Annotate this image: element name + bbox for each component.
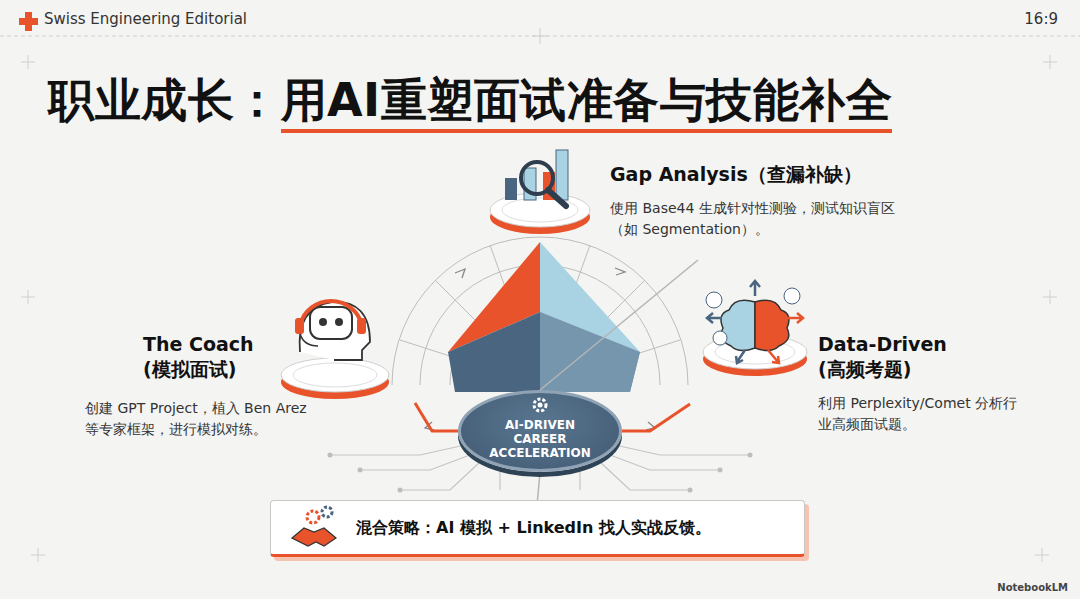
guide-marks <box>0 28 1080 562</box>
feature-body: 利用 Perplexity/Comet 分析行业高频面试题。 <box>818 393 1018 435</box>
chart-magnifier-icon <box>505 150 568 206</box>
connector <box>622 404 690 431</box>
feature-block: Data-Driven (高频考题) 利用 Perplexity/Comet 分析… <box>690 280 1025 450</box>
page-title: 职业成长：用AI重塑面试准备与技能补全 <box>48 70 892 132</box>
connector <box>415 403 458 431</box>
robot-icon <box>295 301 370 360</box>
strategy-text: 混合策略：AI 模拟 + LinkedIn 找人实战反馈。 <box>356 518 711 539</box>
connector <box>540 260 698 390</box>
hub-label: AI-DRIVEN CAREER ACCELERATION <box>484 419 596 460</box>
feature-block: Gap Analysis（查漏补缺） 使用 Base44 生成针对性测验，测试知识… <box>488 140 908 260</box>
connector <box>538 472 541 500</box>
feature-body: 创建 GPT Project，植入 Ben Arez 等专家框架，进行模拟对练。 <box>85 398 321 440</box>
title-underline <box>281 129 893 133</box>
feature-block: The Coach (模拟面试) 创建 GPT Project，植入 Ben Ar… <box>80 270 415 460</box>
feature-body: 使用 Base44 生成针对性测验，测试知识盲区（如 Segmentation）… <box>610 198 900 240</box>
brain-icon <box>706 281 803 363</box>
feature-heading: The Coach (模拟面试) <box>143 332 273 381</box>
feature-heading: Gap Analysis（查漏补缺） <box>610 162 862 187</box>
platform-coach <box>281 358 389 399</box>
watermark: NotebookLM <box>997 582 1068 593</box>
radar-shape <box>448 242 640 392</box>
aspect-label: 16:9 <box>1024 10 1058 28</box>
feature-heading: Data-Driven (高频考题) <box>818 332 968 381</box>
header-label: Swiss Engineering Editorial <box>44 10 247 28</box>
strategy-box: 混合策略：AI 模拟 + LinkedIn 找人实战反馈。 <box>270 500 805 557</box>
hub-disc: AI-DRIVEN CAREER ACCELERATION <box>458 390 622 472</box>
swiss-cross <box>19 12 38 31</box>
